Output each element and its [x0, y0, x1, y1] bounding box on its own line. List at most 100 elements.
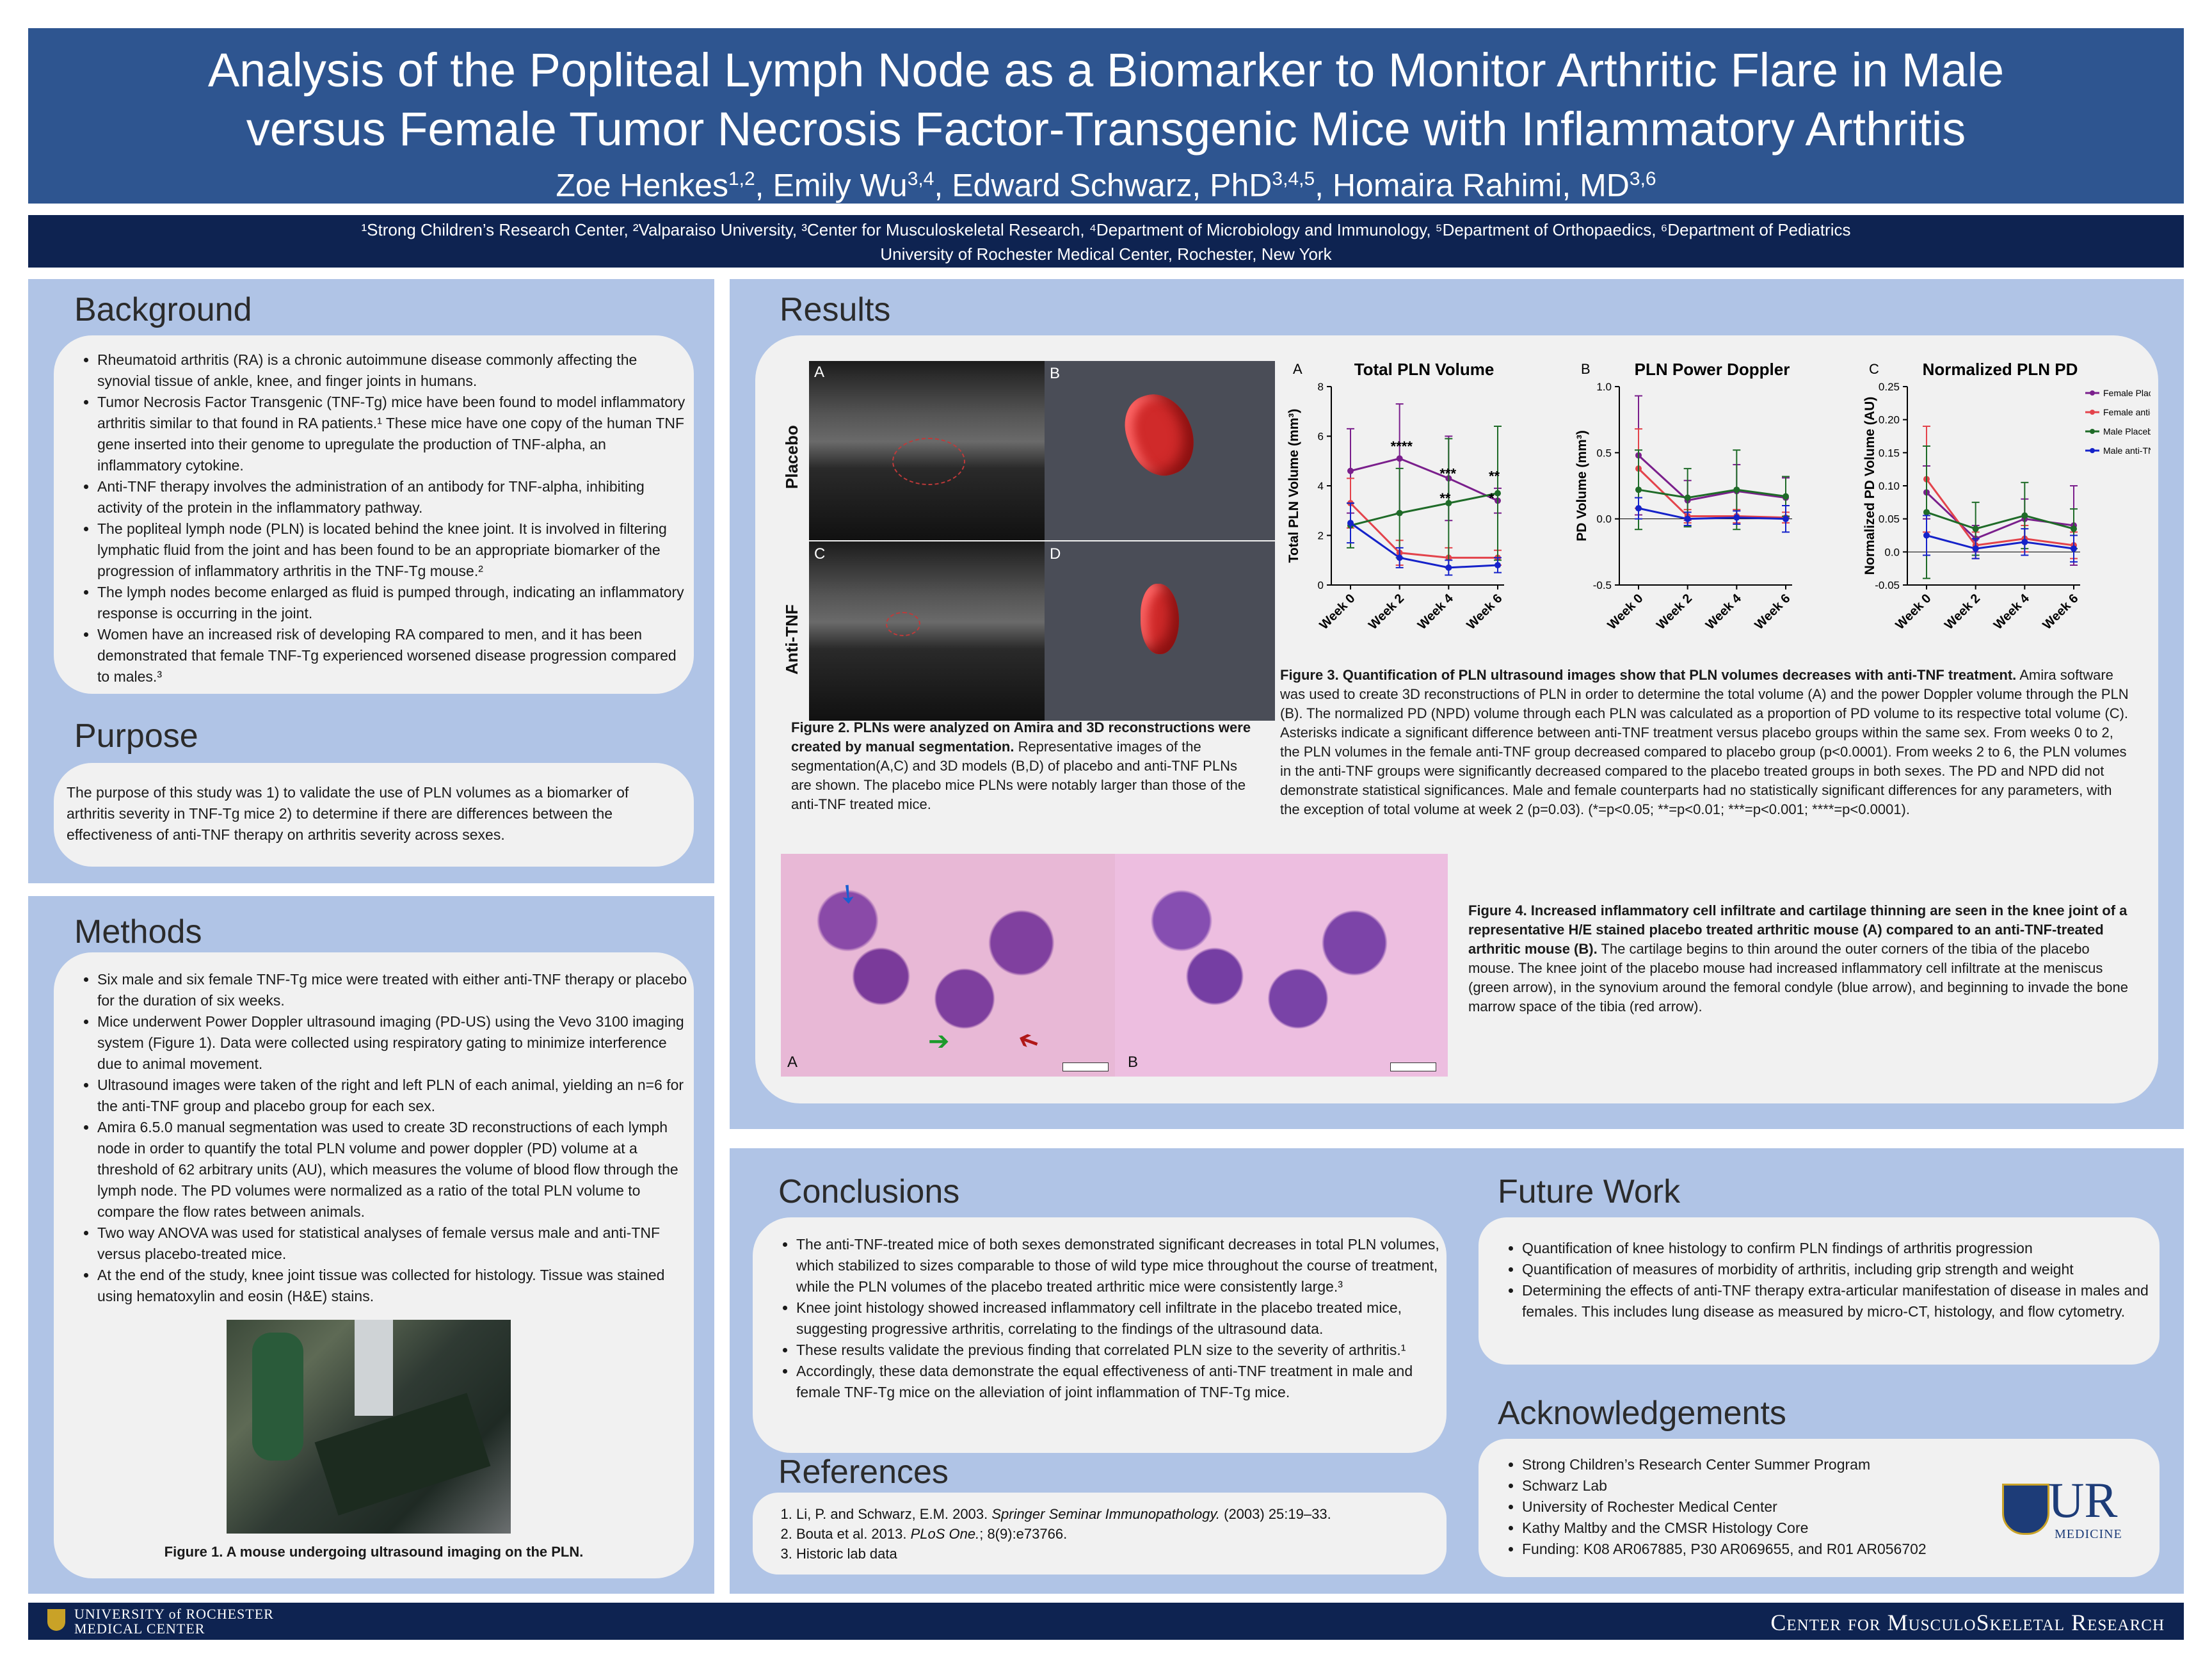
legend-marker	[2090, 448, 2095, 453]
author-affil-sup: 1,2	[728, 168, 755, 189]
x-tick-label: Week 4	[1415, 591, 1457, 632]
fig4-histology-anti-tnf: B	[1115, 854, 1448, 1077]
significance-marker: **	[1489, 468, 1500, 484]
data-point	[1972, 545, 1979, 552]
y-tick-label: 2	[1318, 530, 1324, 542]
affiliations-line-1: ¹Strong Children’s Research Center, ²Val…	[361, 220, 1851, 239]
author: Homaira Rahimi, MD	[1332, 167, 1630, 204]
series-line	[1925, 478, 2074, 547]
acknowledgements-card: Strong Children’s Research Center Summer…	[1479, 1439, 2160, 1577]
list-item: Knee joint histology showed increased in…	[796, 1297, 1449, 1340]
conclusions-list: The anti-TNF-treated mice of both sexes …	[767, 1234, 1449, 1403]
figure3-caption-bold: Figure 3. Quantification of PLN ultrasou…	[1280, 667, 2017, 683]
chart-panel-letter: A	[1293, 361, 1302, 377]
x-tick-label: Week 4	[1991, 591, 2033, 632]
references-card: Li, P. and Schwarz, E.M. 2003. Springer …	[753, 1493, 1447, 1575]
figure2-caption-bold: Figure 2. PLNs were analyzed on Amira an…	[791, 719, 1251, 755]
list-item: The lymph nodes become enlarged as fluid…	[97, 582, 693, 624]
figure3-caption-body: Amira software was used to create 3D rec…	[1280, 667, 2129, 817]
data-point	[1445, 564, 1452, 571]
list-item: Accordingly, these data demonstrate the …	[796, 1361, 1449, 1403]
background-card: Rheumatoid arthritis (RA) is a chronic a…	[54, 335, 694, 694]
y-tick-label: 0.0	[1596, 513, 1612, 525]
data-point	[1684, 515, 1691, 522]
list-item: Six male and six female TNF-Tg mice were…	[97, 969, 693, 1011]
red-arrow-icon: ➔	[1013, 1024, 1044, 1059]
list-item: Funding: K08 AR067885, P30 AR069655, and…	[1522, 1539, 2008, 1560]
poster-footer: UNIVERSITY of ROCHESTER MEDICAL CENTER C…	[28, 1603, 2184, 1640]
ultrasound-setup-photo	[227, 1320, 511, 1534]
series-line	[1350, 457, 1498, 502]
y-axis-label: Normalized PD Volume (AU)	[1863, 397, 1877, 575]
reference-journal: Springer Seminar Immunopathology.	[991, 1506, 1220, 1522]
fig2-3d-model-anti-tnf: D	[1045, 541, 1275, 721]
pln-segmentation-outline	[886, 612, 920, 636]
data-point	[1396, 509, 1403, 517]
fig2-row-label-anti-tnf: Anti-TNF	[782, 604, 801, 675]
legend-marker	[2090, 429, 2095, 434]
data-point	[1495, 490, 1501, 497]
reference-item: Bouta et al. 2013. PLoS One.; 8(9):e7376…	[796, 1524, 1331, 1544]
significance-marker: *	[1489, 490, 1495, 506]
results-heading: Results	[780, 291, 891, 328]
figure1-caption: Figure 1. A mouse undergoing ultrasound …	[164, 1544, 584, 1560]
data-point	[1972, 525, 1979, 533]
list-item: Kathy Maltby and the CMSR Histology Core	[1522, 1518, 2008, 1539]
series-line	[1350, 492, 1498, 527]
list-item: University of Rochester Medical Center	[1522, 1496, 2008, 1518]
x-tick-label: Week 2	[1366, 591, 1407, 632]
future-work-card: Quantification of knee histology to conf…	[1479, 1217, 2160, 1365]
title-line-2: versus Female Tumor Necrosis Factor-Tran…	[246, 102, 1966, 156]
series-line	[1349, 502, 1498, 559]
data-point	[1635, 486, 1642, 493]
x-tick-label: Week 0	[1893, 591, 1934, 632]
photo-probe-shape	[355, 1320, 393, 1416]
y-axis-label: PD Volume (mm³)	[1575, 430, 1589, 541]
list-item: Quantification of knee histology to conf…	[1522, 1238, 2168, 1259]
fig2-ultrasound-anti-tnf: C	[809, 541, 1045, 721]
significance-marker: ****	[1391, 438, 1413, 454]
data-point	[1733, 514, 1740, 521]
list-item: The anti-TNF-treated mice of both sexes …	[796, 1234, 1449, 1297]
x-tick-label: Week 2	[1942, 591, 1983, 632]
chart-title: PLN Power Doppler	[1635, 360, 1790, 379]
purpose-card: The purpose of this study was 1) to vali…	[54, 763, 694, 867]
reference-citation: (2003) 25:19–33.	[1220, 1506, 1331, 1522]
future-work-heading: Future Work	[1498, 1173, 1681, 1210]
data-point	[2021, 538, 2028, 545]
data-point	[1783, 515, 1789, 522]
footer-university-name: UNIVERSITY of ROCHESTER MEDICAL CENTER	[74, 1607, 274, 1636]
fig4-panel-label: A	[787, 1054, 798, 1071]
green-arrow-icon: ➔	[928, 1027, 950, 1055]
author: Edward Schwarz, PhD	[952, 167, 1272, 204]
pln-3d-model-large	[1115, 384, 1205, 485]
y-tick-label: -0.05	[1875, 579, 1900, 591]
data-point	[2071, 525, 2077, 533]
data-point	[1347, 467, 1354, 474]
methods-panel: Methods Six male and six female TNF-Tg m…	[28, 896, 714, 1594]
y-tick-label: 0.5	[1596, 447, 1612, 459]
references-list: Li, P. and Schwarz, E.M. 2003. Springer …	[767, 1504, 1331, 1564]
chart-panel-letter: C	[1869, 361, 1879, 377]
data-point	[1347, 520, 1354, 527]
y-tick-label: 8	[1318, 381, 1324, 393]
y-tick-label: -0.5	[1593, 579, 1612, 591]
data-point	[1783, 493, 1789, 500]
reference-journal: PLoS One.	[910, 1526, 980, 1542]
data-point	[1396, 455, 1403, 462]
scale-bar	[1390, 1062, 1436, 1071]
author-affil-sup: 3,6	[1629, 168, 1656, 189]
footer-left-line-2: MEDICAL CENTER	[74, 1621, 205, 1637]
y-tick-label: 0	[1318, 579, 1324, 591]
y-tick-label: 1.0	[1596, 381, 1612, 393]
author: Emily Wu	[773, 167, 908, 204]
fig2-ultrasound-placebo: A	[809, 361, 1045, 540]
significance-marker: ***	[1439, 465, 1456, 481]
fig4-panel-label: B	[1128, 1054, 1139, 1071]
references-heading: References	[778, 1454, 949, 1491]
reference-text: Historic lab data	[796, 1546, 897, 1562]
figure4-caption: Figure 4. Increased inflammatory cell in…	[1468, 901, 2134, 1016]
data-point	[1923, 532, 1930, 539]
methods-heading: Methods	[74, 913, 202, 950]
photo-tank-shape	[252, 1333, 303, 1461]
